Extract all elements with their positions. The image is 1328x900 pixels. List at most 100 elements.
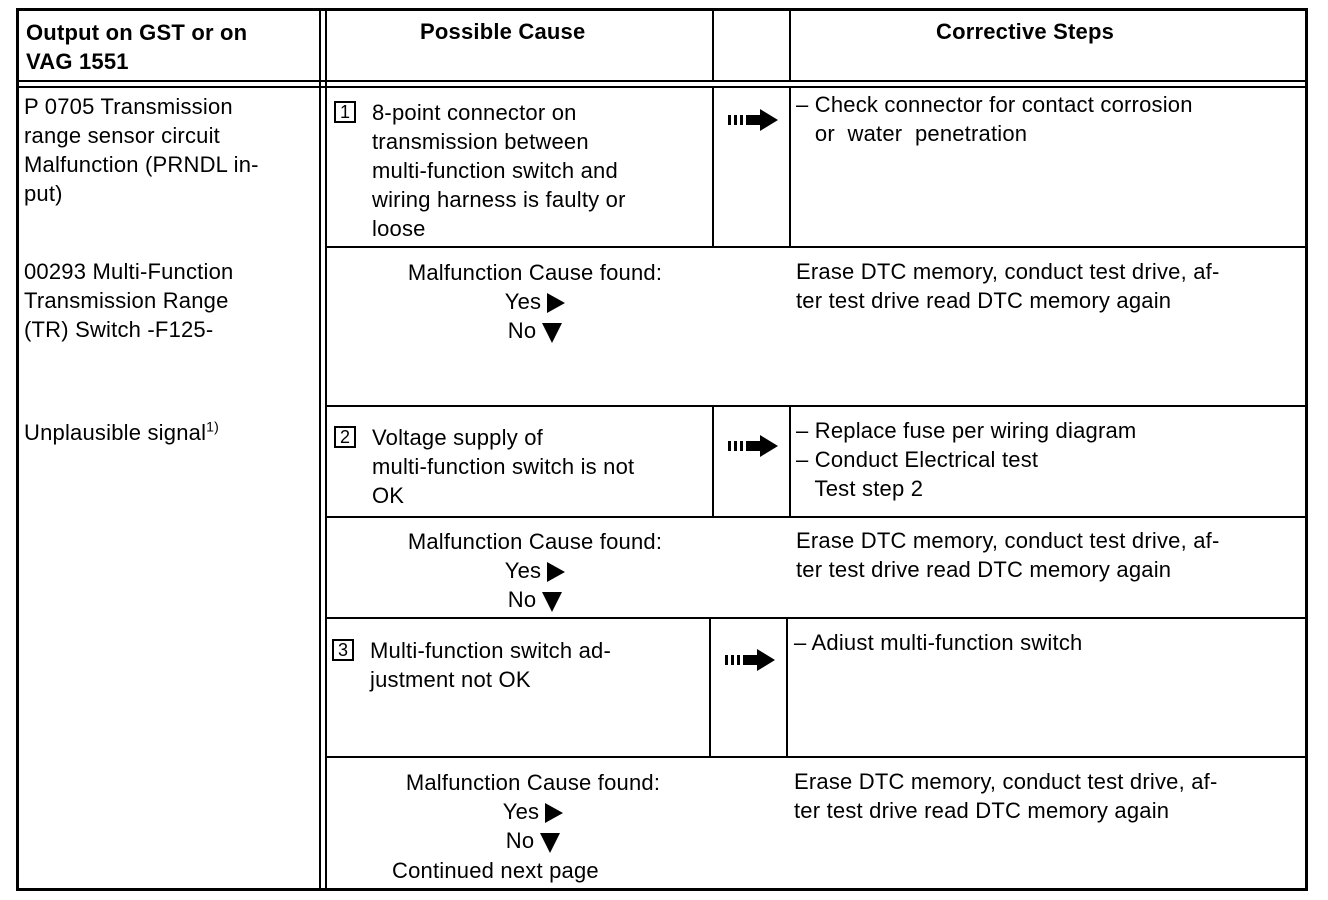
- corrective-line: – Replace fuse per wiring diagram: [796, 418, 1137, 443]
- left-line: put): [24, 181, 63, 206]
- step-number-1: 1: [334, 101, 356, 123]
- header-corrective-steps: Corrective Steps: [936, 19, 1115, 44]
- step2-cause: Voltage supply of multi-function switch …: [372, 423, 634, 510]
- table-border-bottom: [16, 888, 1308, 891]
- triangle-right-icon: [547, 562, 566, 583]
- step2-corrective: – Replace fuse per wiring diagram – Cond…: [796, 416, 1136, 503]
- yes-label: Yes: [504, 558, 542, 583]
- col-sep-1: [319, 8, 321, 891]
- step1-sep-b: [789, 86, 791, 247]
- corrective-line: Erase DTC memory, conduct test drive, af…: [794, 769, 1218, 794]
- no-label: No: [505, 828, 535, 853]
- corrective-line: – Adiust multi-function switch: [794, 630, 1083, 655]
- step2-sep-b: [789, 406, 791, 516]
- left-line: P 0705 Transmission: [24, 94, 233, 119]
- cause-line: multi-function switch is not: [372, 454, 635, 479]
- corrective-line: Erase DTC memory, conduct test drive, af…: [796, 528, 1220, 553]
- triangle-right-icon: [547, 293, 566, 314]
- cause-line: wiring harness is faulty or: [372, 187, 626, 212]
- triangle-down-icon: [540, 833, 561, 854]
- cause-line: multi-function switch and: [372, 158, 618, 183]
- col-sep-3: [789, 8, 791, 82]
- corrective-line: Erase DTC memory, conduct test drive, af…: [796, 259, 1220, 284]
- step3-found-corrective: Erase DTC memory, conduct test drive, af…: [794, 767, 1217, 825]
- found-no: No: [390, 316, 680, 345]
- corrective-line: or water penetration: [796, 121, 1028, 146]
- yes-label: Yes: [502, 799, 540, 824]
- row-sep-3: [325, 516, 1308, 518]
- row-sep-4: [325, 617, 1308, 619]
- header-rule-2: [16, 86, 1308, 88]
- continued-next-page: Continued next page: [392, 858, 599, 883]
- no-label: No: [507, 587, 537, 612]
- found-no: No: [390, 585, 680, 614]
- corrective-line: – Conduct Electrical test: [796, 447, 1039, 472]
- cause-line: Multi-function switch ad-: [370, 638, 611, 663]
- step3-cause: Multi-function switch ad- justment not O…: [370, 636, 611, 694]
- left-line: Transmission Range: [24, 288, 229, 313]
- header-possible-cause: Possible Cause: [420, 19, 586, 44]
- triangle-right-icon: [545, 803, 564, 824]
- left-line: 00293 Multi-Function: [24, 259, 234, 284]
- triangle-down-icon: [542, 592, 563, 613]
- step3-sep-a: [709, 618, 711, 757]
- found-label: Malfunction Cause found:: [407, 260, 663, 285]
- found-yes: Yes: [390, 287, 680, 316]
- corrective-line: – Check connector for contact corrosion: [796, 92, 1193, 117]
- found-label: Malfunction Cause found:: [407, 529, 663, 554]
- arrow-right-icon: [728, 435, 778, 457]
- corrective-line: ter test drive read DTC memory again: [796, 557, 1172, 582]
- step-number-2: 2: [334, 426, 356, 448]
- table-border-top: [16, 8, 1308, 11]
- step2-found: Malfunction Cause found: Yes No: [390, 527, 680, 614]
- cause-line: 8-point connector on: [372, 100, 577, 125]
- cause-line: loose: [372, 216, 426, 241]
- no-label: No: [507, 318, 537, 343]
- arrow-right-icon: [728, 109, 778, 131]
- step1-cause: 8-point connector on transmission betwee…: [372, 98, 626, 243]
- col-sep-2: [712, 8, 714, 82]
- header-rule: [16, 80, 1308, 82]
- header-output-line: Output on GST or on: [26, 20, 248, 45]
- cause-line: justment not OK: [370, 667, 531, 692]
- left-line: (TR) Switch -F125-: [24, 317, 214, 342]
- col-sep-1b: [325, 8, 327, 891]
- step1-found-corrective: Erase DTC memory, conduct test drive, af…: [796, 257, 1219, 315]
- step1-found: Malfunction Cause found: Yes No: [390, 258, 680, 345]
- arrow-right-icon: [725, 649, 775, 671]
- triangle-down-icon: [542, 323, 563, 344]
- row-sep-2: [325, 405, 1308, 407]
- step2-sep-a: [712, 406, 714, 516]
- found-yes: Yes: [390, 556, 680, 585]
- left-signal-text: Unplausible signal: [24, 420, 207, 445]
- left-block-dtc: P 0705 Transmission range sensor circuit…: [24, 92, 259, 208]
- header-output: Output on GST or on VAG 1551: [26, 18, 247, 76]
- row-sep-5: [325, 756, 1308, 758]
- found-label: Malfunction Cause found:: [405, 770, 661, 795]
- corrective-line: Test step 2: [796, 476, 924, 501]
- left-block-vag: 00293 Multi-Function Transmission Range …: [24, 257, 233, 344]
- table-border-left: [16, 8, 19, 891]
- cause-line: Voltage supply of: [372, 425, 543, 450]
- cause-line: OK: [372, 483, 405, 508]
- corrective-line: ter test drive read DTC memory again: [794, 798, 1170, 823]
- step3-found: Malfunction Cause found: Yes No: [388, 768, 678, 855]
- step3-corrective: – Adiust multi-function switch: [794, 628, 1082, 657]
- left-line: range sensor circuit: [24, 123, 220, 148]
- step1-corrective: – Check connector for contact corrosion …: [796, 90, 1193, 148]
- header-output-line: VAG 1551: [26, 49, 129, 74]
- found-yes: Yes: [388, 797, 678, 826]
- yes-label: Yes: [504, 289, 542, 314]
- step1-sep-a: [712, 86, 714, 247]
- table-border-right: [1305, 8, 1308, 891]
- row-sep-1: [325, 246, 1308, 248]
- step2-found-corrective: Erase DTC memory, conduct test drive, af…: [796, 526, 1219, 584]
- corrective-line: ter test drive read DTC memory again: [796, 288, 1172, 313]
- step3-sep-b: [786, 618, 788, 757]
- left-line: Malfunction (PRNDL in-: [24, 152, 259, 177]
- found-no: No: [388, 826, 678, 855]
- cause-line: transmission between: [372, 129, 589, 154]
- footnote-marker: 1): [206, 418, 220, 435]
- step-number-3: 3: [332, 639, 354, 661]
